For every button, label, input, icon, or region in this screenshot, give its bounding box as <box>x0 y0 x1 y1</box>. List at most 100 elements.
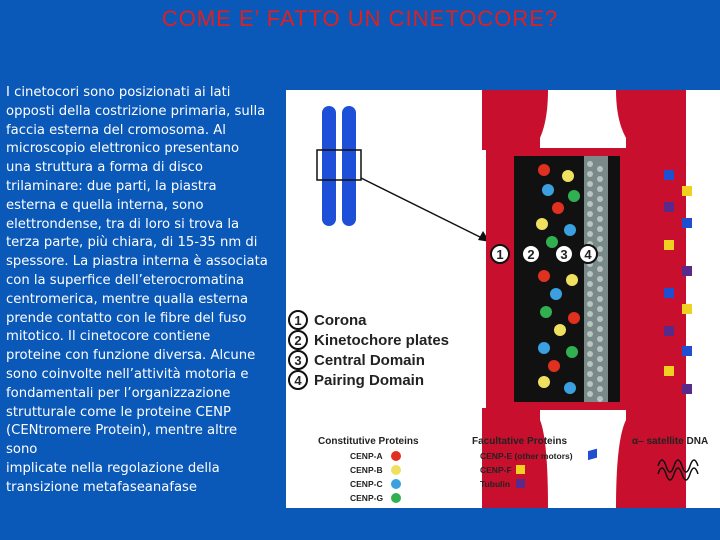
pairing-dot <box>597 316 603 322</box>
text-line: esterna e quella interna, sono <box>6 197 204 213</box>
marker-4: 4 <box>584 247 592 262</box>
text-line: elettrondense, tra di loro si trova la <box>6 216 240 232</box>
pairing-dot <box>597 286 603 292</box>
pairing-domain <box>584 156 608 402</box>
text-line: prende contatto con le fibre del fuso <box>6 310 247 326</box>
protein-key: Constitutive Proteins CENP-A CENP-B CENP… <box>318 436 708 503</box>
protein-dots <box>536 161 603 402</box>
pairing-dot <box>587 331 593 337</box>
pairing-dot <box>587 311 593 317</box>
svg-text:CENP-C: CENP-C <box>350 479 383 489</box>
protein-dot <box>562 170 574 182</box>
pairing-dot <box>597 226 603 232</box>
protein-cube <box>664 366 674 376</box>
legend-kinetochore-plates: Kinetochore plates <box>314 332 449 349</box>
chromosome-icon <box>316 106 362 226</box>
text-line: una struttura a forma di disco <box>6 160 203 176</box>
protein-cube <box>664 240 674 250</box>
text-line: con la superfice dell’eterocromatina <box>6 272 245 288</box>
protein-dot <box>568 312 580 324</box>
pairing-dot <box>597 356 603 362</box>
region-legend: 1 Corona 2 Kinetochore plates 3 Central … <box>288 310 449 390</box>
text-line: microscopio elettronico presentano <box>6 141 240 157</box>
text-line: mitotico. Il cinetocore contiene <box>6 329 211 345</box>
protein-dot <box>538 342 550 354</box>
pairing-dot <box>597 186 603 192</box>
pairing-dot <box>597 376 603 382</box>
pairing-dot <box>597 386 603 392</box>
marker-1: 1 <box>496 247 503 262</box>
protein-dot <box>546 236 558 248</box>
protein-dot <box>536 218 548 230</box>
pairing-dot <box>597 276 603 282</box>
pairing-dot <box>597 366 603 372</box>
svg-text:CENP-E (other motors): CENP-E (other motors) <box>480 451 573 461</box>
svg-text:1: 1 <box>294 313 301 328</box>
kinetochore-figure: 1 2 3 4 1 Corona 2 Kinetochore plates 3 … <box>286 90 720 508</box>
pairing-dot <box>597 266 603 272</box>
pairing-dot <box>597 236 603 242</box>
protein-dot <box>566 346 578 358</box>
pairing-dot <box>587 191 593 197</box>
protein-dot <box>548 360 560 372</box>
protein-dot <box>554 324 566 336</box>
text-line: fondamentali per l’organizzazione <box>6 385 231 401</box>
kinetochore-plate-left <box>514 156 534 402</box>
pairing-dot <box>597 196 603 202</box>
pairing-dot <box>587 361 593 367</box>
svg-text:4: 4 <box>294 373 302 388</box>
pairing-dot <box>587 221 593 227</box>
protein-dot <box>550 288 562 300</box>
svg-text:3: 3 <box>294 353 301 368</box>
svg-text:CENP-G: CENP-G <box>350 493 383 503</box>
text-line: terza parte, più chiara, di 15-35 nm di <box>6 235 258 251</box>
pairing-dot <box>587 321 593 327</box>
svg-text:CENP-B: CENP-B <box>350 465 383 475</box>
pairing-dot <box>597 176 603 182</box>
protein-dot <box>566 274 578 286</box>
protein-dot <box>538 376 550 388</box>
text-line: implicate nella regolazione della <box>6 460 220 476</box>
protein-cube <box>682 266 692 276</box>
pairing-dot <box>587 291 593 297</box>
protein-cube <box>682 218 692 228</box>
text-line: centromerica, mentre qualla esterna <box>6 291 249 307</box>
text-line: spessore. La piastra interna è associata <box>6 254 268 270</box>
marker-2: 2 <box>527 247 534 262</box>
svg-text:Tubulin: Tubulin <box>480 479 510 489</box>
pairing-dot <box>597 206 603 212</box>
pairing-dot <box>597 396 603 402</box>
protein-cube <box>682 304 692 314</box>
region-markers: 1 2 3 4 <box>490 244 598 264</box>
text-line: I cinetocori sono posizionati ai lati <box>6 85 231 100</box>
protein-cube <box>682 384 692 394</box>
legend-corona: Corona <box>314 312 367 329</box>
protein-cube <box>664 288 674 298</box>
text-line: opposti della costrizione primaria, sull… <box>6 103 266 119</box>
text-line: sono coinvolte nell’attività motoria e <box>6 366 249 382</box>
protein-cube <box>664 170 674 180</box>
text-line: (CENtromere Protein), mentre altre <box>6 423 238 439</box>
protein-dot <box>538 164 550 176</box>
protein-dot <box>568 190 580 202</box>
svg-text:CENP-F: CENP-F <box>480 465 512 475</box>
protein-dot <box>538 270 550 282</box>
description-text: I cinetocori sono posizionati ai lati opp… <box>6 84 276 498</box>
facultative-heading: Facultative Proteins <box>472 436 567 447</box>
text-line: strutturale come le proteine CENP <box>6 404 231 420</box>
protein-cubes <box>664 170 692 394</box>
pairing-dot <box>587 301 593 307</box>
kinetochore-plate-right <box>608 156 620 402</box>
satellite-heading: α– satellite DNA <box>632 436 708 447</box>
pairing-dot <box>597 296 603 302</box>
svg-text:CENP-A: CENP-A <box>350 451 383 461</box>
pairing-dot <box>597 216 603 222</box>
protein-dot <box>552 202 564 214</box>
page-title: COME E’ FATTO UN CINETOCORE? <box>161 6 559 31</box>
text-line: faccia esterna del cromosoma. Al <box>6 122 226 138</box>
pairing-dot <box>597 256 603 262</box>
marker-3: 3 <box>560 247 567 262</box>
pairing-dot <box>597 166 603 172</box>
pointer-arrow <box>360 177 490 242</box>
pairing-dot <box>587 161 593 167</box>
